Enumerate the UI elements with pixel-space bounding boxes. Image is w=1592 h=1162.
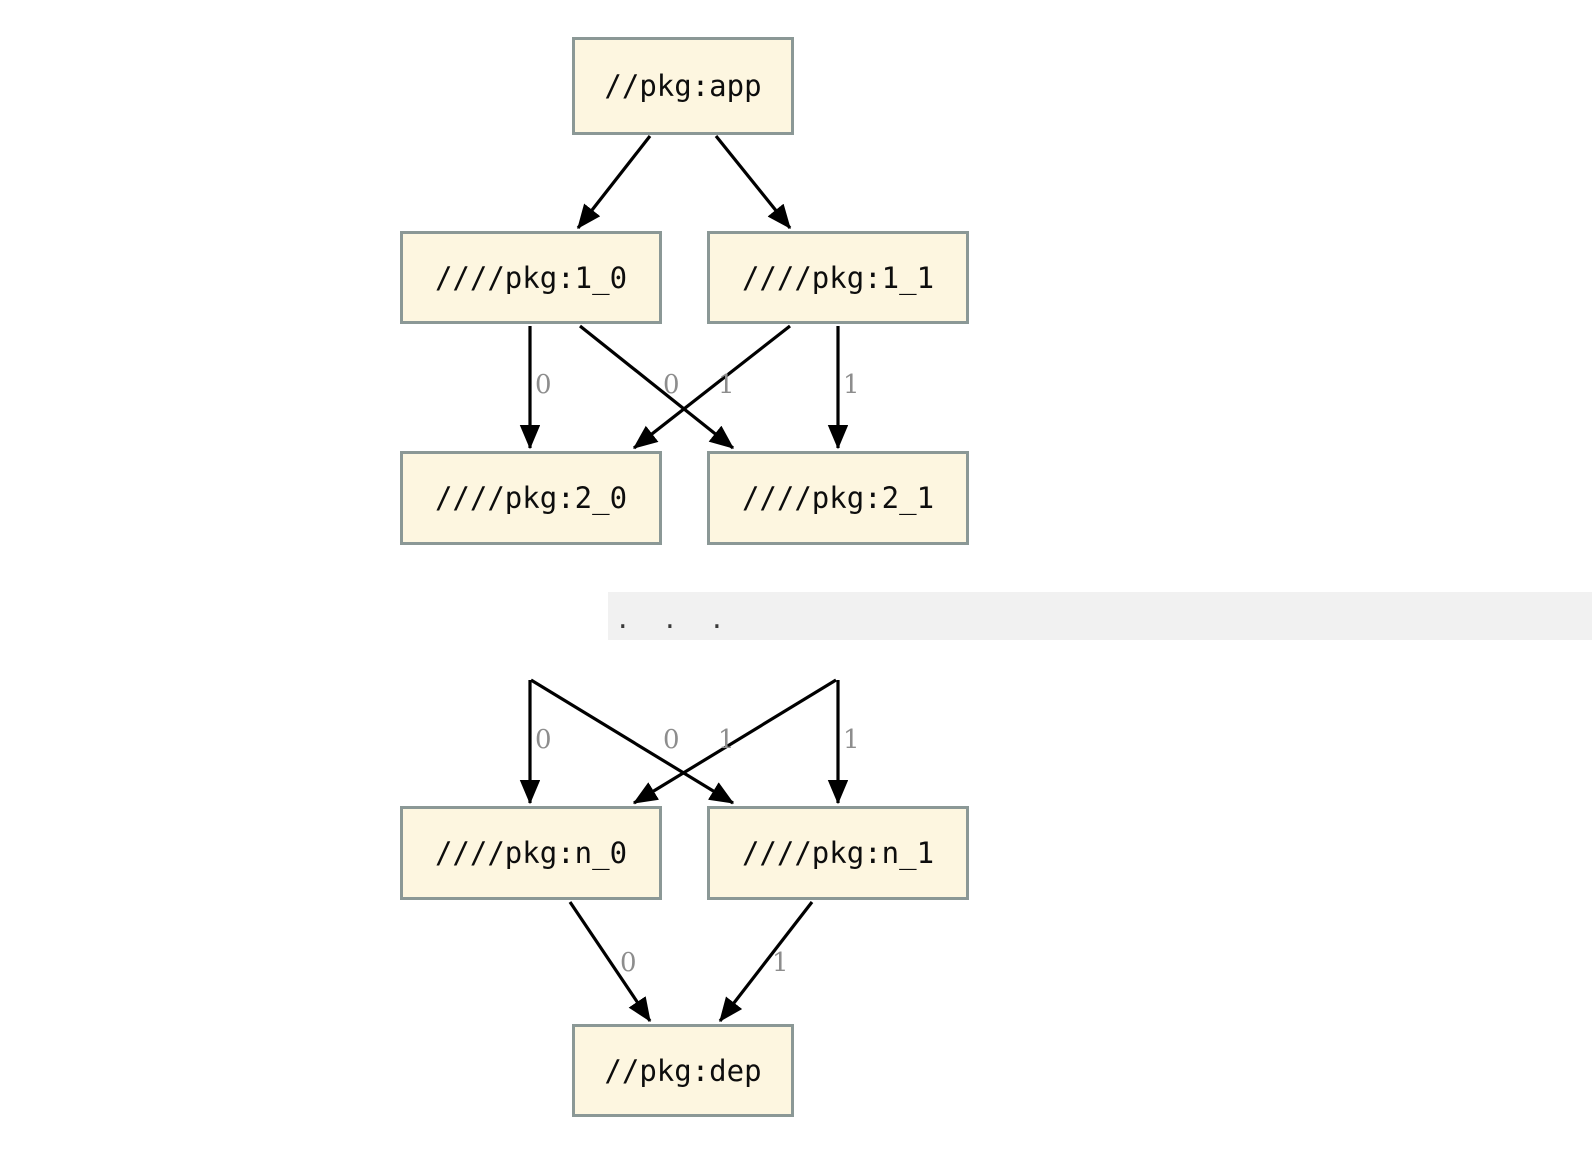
edge-x-n_1b bbox=[530, 678, 735, 805]
edge-lines bbox=[519, 134, 849, 1023]
edge-n_0-dep bbox=[568, 901, 652, 1023]
node-l2_1[interactable]: ////pkg:2_1 bbox=[707, 451, 969, 545]
node-label: //pkg:dep bbox=[604, 1053, 762, 1088]
edge-app-1_0 bbox=[576, 135, 652, 230]
node-label: ////pkg:1_1 bbox=[741, 260, 935, 295]
edge-label-1_0-2_0: 0 bbox=[535, 370, 552, 400]
edge-label-n_1-dep: 1 bbox=[772, 948, 789, 978]
ellipsis-dots: . . . bbox=[618, 601, 736, 636]
edge-label-x-n_1b: 0 bbox=[663, 725, 680, 755]
ellipsis-band: . . . bbox=[608, 592, 1592, 640]
node-label: ////pkg:n_1 bbox=[741, 836, 935, 870]
edge-label-1_1-2_1: 1 bbox=[843, 370, 860, 400]
edge-label-1_0-2_1: 0 bbox=[663, 370, 680, 400]
node-label: ////pkg:n_0 bbox=[434, 836, 628, 870]
edge-y-n_0b bbox=[632, 678, 837, 805]
edge-1_1-2_0 bbox=[632, 324, 791, 450]
edge-label-x-n_0: 0 bbox=[535, 725, 552, 755]
edge-label-y-n_1: 1 bbox=[843, 725, 860, 755]
edge-label-n_0-dep: 0 bbox=[620, 948, 637, 978]
node-l2_0[interactable]: ////pkg:2_0 bbox=[400, 451, 662, 545]
edge-n_1-dep bbox=[718, 901, 814, 1023]
node-label: ////pkg:1_0 bbox=[434, 260, 628, 295]
node-ln_0[interactable]: ////pkg:n_0 bbox=[400, 806, 662, 900]
edge-app-1_1 bbox=[714, 134, 792, 230]
node-ln_1[interactable]: ////pkg:n_1 bbox=[707, 806, 969, 900]
node-l1_1[interactable]: ////pkg:1_1 bbox=[707, 231, 969, 324]
node-l1_0[interactable]: ////pkg:1_0 bbox=[400, 231, 662, 324]
node-dep[interactable]: //pkg:dep bbox=[572, 1024, 794, 1117]
node-label: //pkg:app bbox=[604, 69, 762, 103]
edge-1_0-2_1 bbox=[579, 324, 735, 450]
node-label: ////pkg:2_1 bbox=[741, 481, 935, 515]
node-app[interactable]: //pkg:app bbox=[572, 37, 794, 135]
edge-label-y-n_0b: 1 bbox=[718, 725, 735, 755]
node-label: ////pkg:2_0 bbox=[434, 481, 628, 515]
edge-label-1_1-2_0: 1 bbox=[718, 370, 735, 400]
